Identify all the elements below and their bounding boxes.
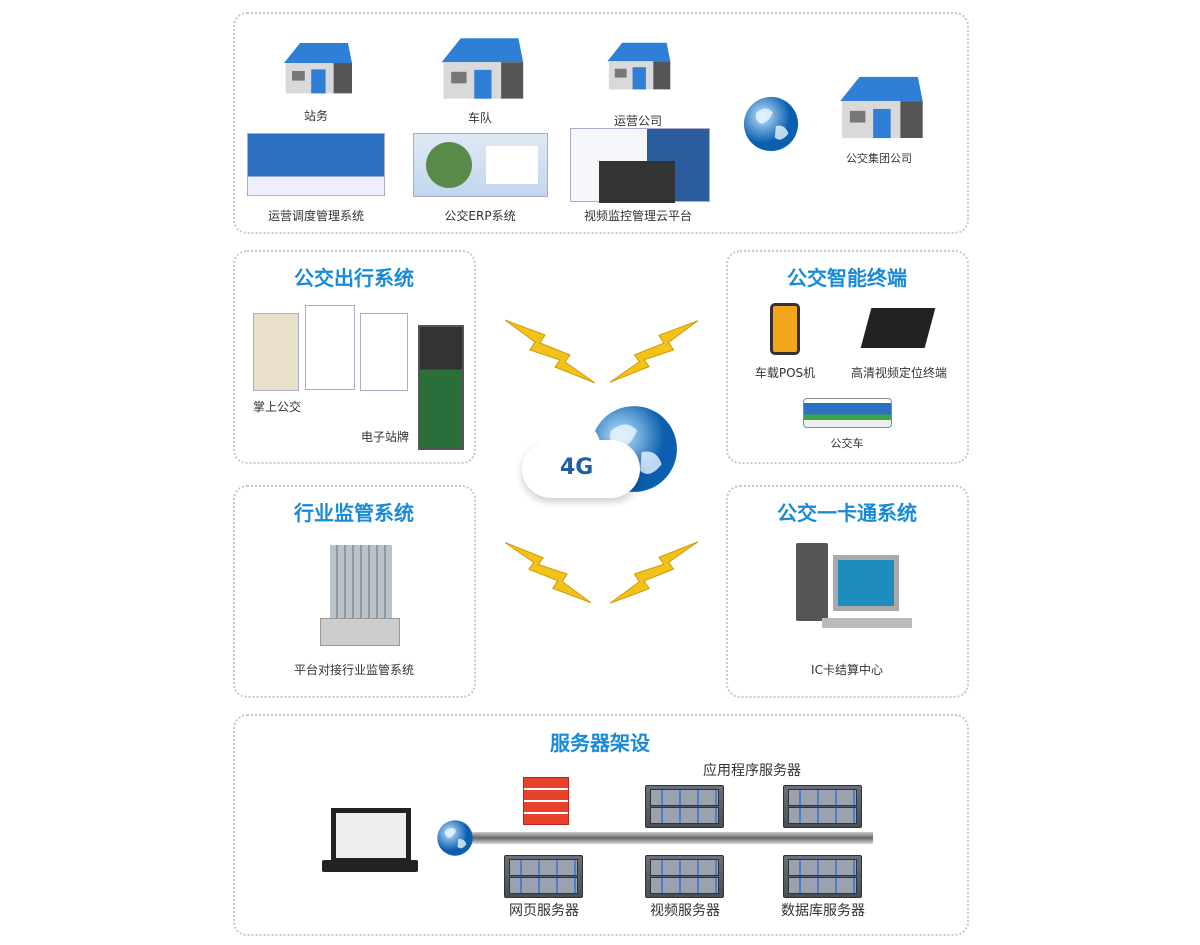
video-terminal-icon	[860, 308, 936, 348]
regulate-title: 行业监管系统	[294, 501, 414, 525]
video-server-label: 视频服务器	[650, 903, 720, 919]
group-house-icon	[826, 72, 932, 140]
lightning-icon	[505, 315, 595, 385]
cloud-puff	[540, 420, 600, 470]
fleet-label: 车队	[467, 111, 493, 125]
pc-tower-icon	[796, 543, 828, 621]
group-label: 公交集团公司	[846, 152, 912, 165]
hd-label: 高清视频定位终端	[850, 366, 948, 380]
fleet-house-icon	[432, 33, 528, 101]
travel-panel	[233, 250, 476, 464]
erp-label: 公交ERP系统	[444, 209, 516, 223]
card-panel	[726, 485, 969, 698]
electronic-sign-icon	[418, 325, 464, 450]
globe-icon	[436, 819, 474, 857]
building-base	[320, 618, 400, 646]
phone-screenshot	[360, 313, 408, 391]
laptop-base	[322, 860, 418, 872]
video-label: 视频监控管理云平台	[583, 209, 693, 223]
travel-title: 公交出行系统	[294, 266, 414, 290]
network-label: 4G	[560, 455, 594, 480]
bus-icon	[803, 398, 892, 428]
app-server-label: 应用程序服务器	[703, 763, 801, 779]
server-title: 服务器架设	[550, 731, 650, 755]
card-title: 公交一卡通系统	[777, 501, 917, 525]
enterprise-panel	[233, 12, 969, 234]
terminal-panel	[726, 250, 969, 464]
card-label: IC卡结算中心	[811, 663, 883, 677]
db-server-label: 数据库服务器	[781, 903, 865, 919]
operator-label: 运营公司	[613, 114, 663, 128]
terminal-title: 公交智能终端	[787, 266, 907, 290]
web-server-icon	[504, 855, 583, 898]
sign-label: 电子站牌	[360, 430, 410, 444]
video-server-icon	[645, 855, 724, 898]
regulate-label: 平台对接行业监管系统	[293, 663, 415, 677]
pos-label: 车载POS机	[754, 366, 816, 380]
server-panel	[233, 714, 969, 936]
regulate-panel	[233, 485, 476, 698]
globe-icon	[742, 95, 800, 153]
operator-building-icon	[600, 30, 674, 100]
station-label: 站务	[303, 109, 329, 123]
web-server-label: 网页服务器	[509, 903, 579, 919]
db-server-icon	[783, 855, 862, 898]
app-server-icon	[783, 785, 862, 828]
bus-label: 公交车	[830, 437, 864, 450]
erp-screenshot	[413, 133, 548, 197]
monitor-icon	[833, 555, 899, 611]
keyboard-icon	[822, 618, 912, 628]
video-screenshot	[570, 128, 710, 203]
laptop-icon	[331, 808, 411, 863]
station-house-icon	[276, 36, 356, 98]
pos-device-icon	[770, 303, 800, 355]
network-line	[465, 832, 873, 844]
phone-screenshot	[305, 305, 355, 390]
phone-screenshot	[253, 313, 299, 391]
firewall-icon	[523, 777, 569, 825]
mobile-label: 掌上公交	[252, 400, 302, 414]
dispatch-label: 运营调度管理系统	[267, 209, 365, 223]
lightning-icon	[610, 538, 698, 610]
office-building-icon	[330, 545, 392, 620]
app-server-icon	[645, 785, 724, 828]
lightning-icon	[610, 315, 698, 385]
dispatch-screenshot	[247, 133, 385, 196]
lightning-icon	[505, 538, 591, 610]
